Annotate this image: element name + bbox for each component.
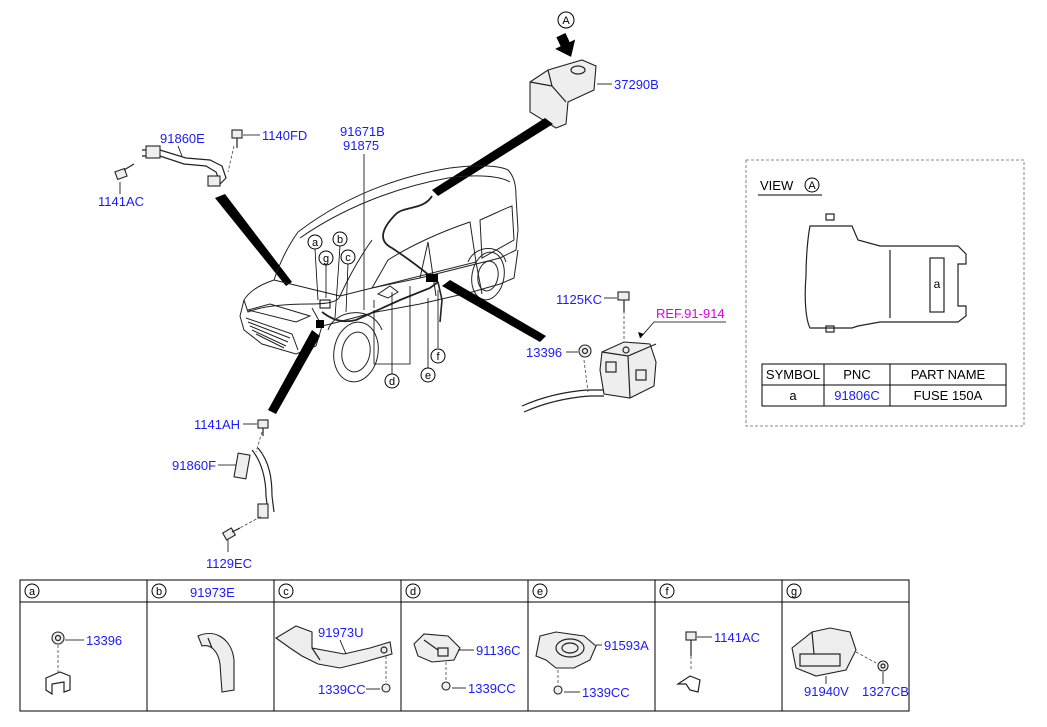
svg-text:c: c: [345, 252, 351, 264]
label-c-91973u: 91973U: [318, 625, 364, 640]
callout-c: c: [340, 249, 356, 313]
cable-91860f-part: [233, 431, 275, 531]
bolt-1125kc: [617, 291, 630, 312]
view-row-pnc: 91806C: [834, 388, 880, 403]
view-row-symbol: a: [789, 388, 797, 403]
svg-text:g: g: [791, 586, 797, 598]
cable-91860e-part: [142, 145, 235, 187]
bolt-1140fd: [231, 129, 243, 148]
label-1141ac-top: 1141AC: [98, 194, 144, 209]
label-ref: REF.91-914: [656, 306, 725, 321]
fusebox-leader: [442, 280, 546, 342]
view-title: VIEW: [760, 178, 794, 193]
section-d: d 91136C 1339CC: [405, 583, 521, 696]
svg-text:g: g: [323, 253, 329, 265]
battery-cover-part: [529, 59, 597, 129]
section-a: a 13396: [24, 583, 122, 696]
callout-g: g: [318, 250, 334, 298]
bolt-1129ec: [221, 527, 241, 541]
view-row-part-name: FUSE 150A: [914, 388, 983, 403]
label-1125kc: 1125KC: [556, 292, 602, 307]
section-g: g 91940V 1327CB: [786, 583, 909, 699]
view-inner-label: a: [934, 277, 941, 291]
bottom-parts-table: [19, 579, 910, 712]
svg-text:d: d: [389, 376, 395, 388]
fuse-cover-view: a: [804, 213, 967, 333]
label-e-91593a: 91593A: [604, 638, 649, 653]
label-f-1141ac: 1141AC: [714, 630, 760, 645]
section-f: f 1141AC: [659, 583, 760, 693]
callout-f: f: [430, 290, 446, 364]
label-13396-mid: 13396: [526, 345, 562, 360]
view-header-symbol: SYMBOL: [766, 367, 820, 382]
svg-text:f: f: [665, 586, 669, 598]
label-b-91973e: 91973E: [190, 585, 235, 600]
svg-text:a: a: [312, 237, 319, 249]
label-91860f: 91860F: [172, 458, 216, 473]
view-a-marker-text: A: [562, 15, 570, 27]
label-91875: 91875: [343, 138, 379, 153]
section-c: c 91973U 1339CC: [274, 583, 393, 697]
harness-lines: [316, 195, 443, 328]
svg-text:d: d: [410, 586, 416, 598]
label-37290b: 37290B: [614, 77, 659, 92]
view-header-part-name: PART NAME: [911, 367, 986, 382]
nut-13396: [578, 344, 592, 358]
label-a-13396: 13396: [86, 633, 122, 648]
svg-text:a: a: [29, 586, 36, 598]
label-91860e: 91860E: [160, 131, 205, 146]
bolt-1141ac-top: [114, 163, 135, 181]
battery-leader: [432, 118, 553, 196]
label-g-91940v: 91940V: [804, 684, 849, 699]
label-1140fd: 1140FD: [262, 128, 307, 143]
section-b: b 91973E: [151, 583, 235, 693]
section-e: e 91593A 1339CC: [532, 583, 649, 700]
svg-text:b: b: [337, 234, 343, 246]
callout-b: b: [332, 231, 348, 319]
callout-d: d: [373, 294, 411, 389]
svg-text:f: f: [436, 351, 440, 363]
view-a-marker: A: [555, 11, 576, 57]
cable-leader-bottom: [268, 330, 320, 414]
label-c-1339cc: 1339CC: [318, 682, 366, 697]
bolt-1141ah: [257, 419, 269, 436]
fuse-box-part: [599, 306, 657, 399]
label-1141ah: 1141AH: [194, 417, 240, 432]
svg-text:b: b: [156, 586, 162, 598]
callout-e: e: [420, 298, 436, 383]
view-table: SYMBOL PNC PART NAME a 91806C FUSE 150A: [761, 363, 1007, 407]
view-marker: A: [808, 180, 816, 192]
svg-text:c: c: [283, 586, 289, 598]
label-e-1339cc: 1339CC: [582, 685, 630, 700]
view-header-pnc: PNC: [843, 367, 870, 382]
svg-text:e: e: [537, 586, 543, 598]
label-d-91136c: 91136C: [476, 643, 521, 658]
label-1129ec: 1129EC: [206, 556, 252, 571]
cable-leader-top: [215, 194, 292, 286]
view-a-panel: [745, 159, 1025, 427]
label-d-1339cc: 1339CC: [468, 681, 516, 696]
label-91671b: 91671B: [340, 124, 385, 139]
svg-text:e: e: [425, 370, 431, 382]
callout-a: a: [307, 234, 323, 301]
label-g-1327cb: 1327CB: [862, 684, 909, 699]
